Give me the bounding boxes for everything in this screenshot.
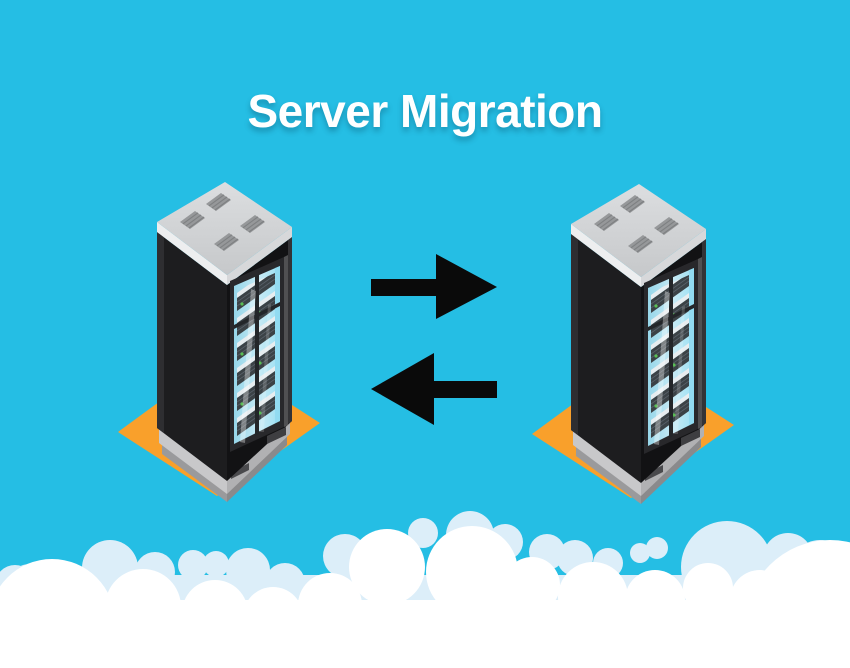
page-title: Server Migration [247,85,604,137]
arrow-left-icon [371,353,497,425]
source-server [118,182,320,502]
migration-arrows [371,254,497,425]
clouds-front [0,526,850,668]
destination-server [532,184,734,504]
arrow-right-icon [371,254,497,319]
